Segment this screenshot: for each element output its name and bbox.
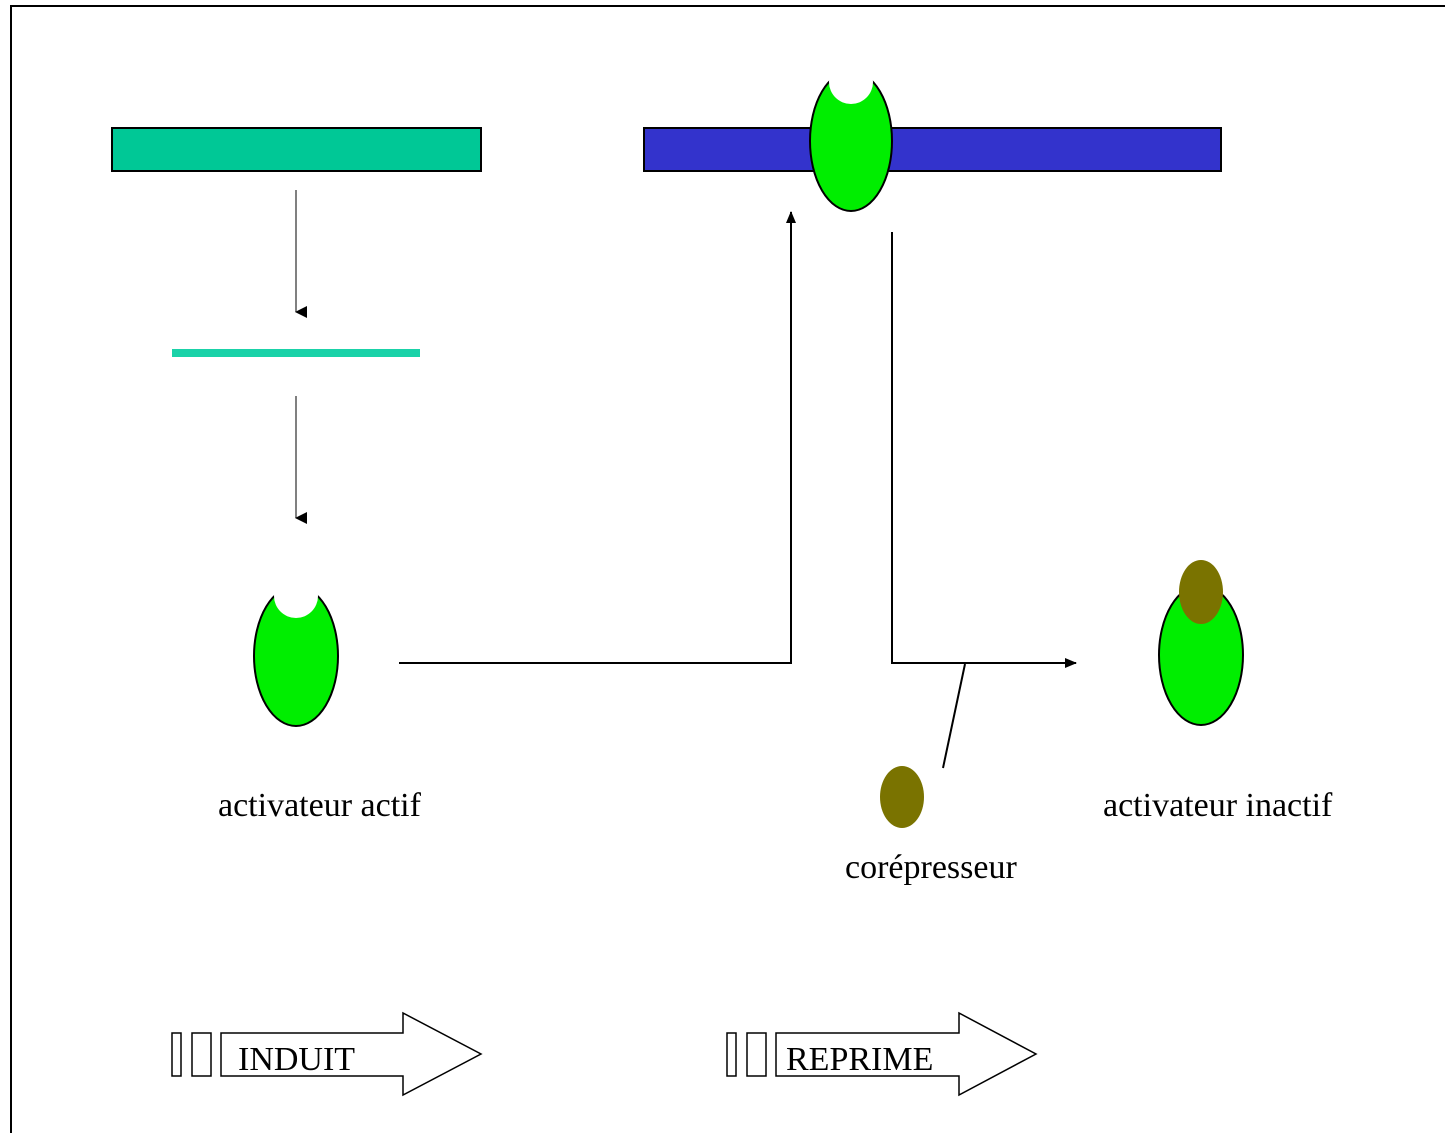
induced-operon-symbol: INDUIT [171,1011,483,1097]
induced-operon-label: INDUIT [238,1041,355,1078]
repressed-operon-symbol: REPRIME [726,1011,1038,1097]
active-activator-protein [253,574,339,727]
corepressor-molecule [880,766,924,828]
binding-arrow [399,211,796,664]
inactive-activator-label: activateur inactif [1103,787,1333,824]
frame-border [10,5,1445,1133]
regulator-gene-bar [111,127,482,172]
bound-activator-protein [809,60,893,212]
operon-dna-bar [643,127,1222,172]
active-activator-label: activateur actif [218,787,422,824]
corepressor-label: corépresseur [845,849,1017,886]
repressed-operon-label: REPRIME [786,1041,933,1078]
inactive-activator-protein [1158,560,1244,726]
inactivation-arrow [891,232,1077,668]
corepressor-connector [942,663,966,769]
